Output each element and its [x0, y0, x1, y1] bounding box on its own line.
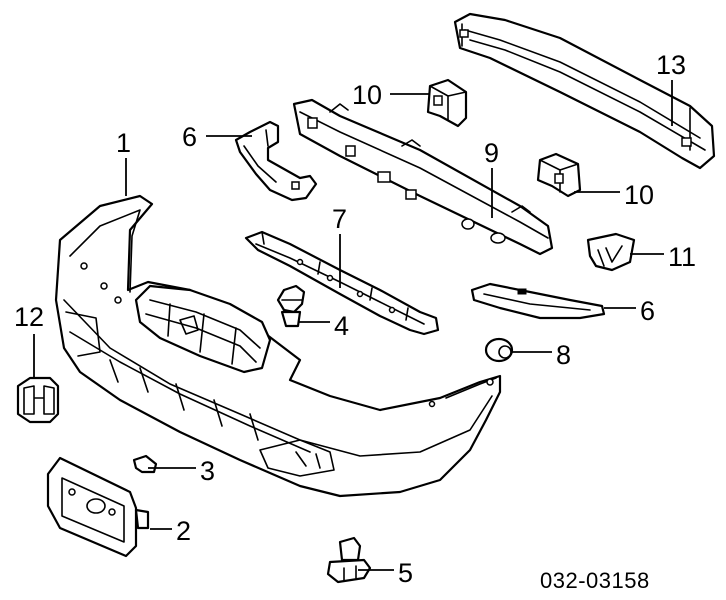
leader-lines [33, 80, 673, 571]
callout-2: 2 [176, 516, 191, 546]
part-5-push-rivet [326, 536, 372, 584]
callout-10-upper: 10 [352, 80, 382, 110]
part-8-rubber-cap [484, 337, 514, 363]
part-4-fastener [276, 284, 306, 328]
part-12-emblem [16, 376, 60, 424]
part-9-absorber [292, 98, 554, 256]
callout-9: 9 [484, 138, 499, 168]
callout-13: 13 [656, 50, 686, 80]
part-10-bracket-upper [426, 78, 468, 128]
callout-1: 1 [116, 128, 131, 158]
part-10-bracket-right [536, 152, 582, 198]
callout-6-right: 6 [640, 296, 655, 326]
callout-12: 12 [14, 302, 44, 332]
part-6-side-spacer-right [470, 282, 606, 320]
part-3-clip [132, 454, 158, 474]
callout-8: 8 [556, 340, 571, 370]
callout-4: 4 [334, 311, 349, 341]
callout-11: 11 [668, 242, 696, 272]
diagram-code: 032-03158 [540, 568, 650, 593]
part-2-license-base [46, 456, 150, 558]
callout-5: 5 [398, 558, 413, 588]
part-1-bumper-face [54, 194, 502, 498]
callout-6-left: 6 [182, 122, 197, 152]
part-11-clip [586, 232, 636, 272]
callout-10-right: 10 [624, 180, 654, 210]
part-7-upper-bracket [244, 230, 440, 336]
part-6-side-spacer-left [234, 120, 318, 202]
callout-labels: 1 2 3 4 5 6 6 7 8 9 10 10 11 12 13 [14, 50, 696, 588]
callout-3: 3 [200, 456, 215, 486]
grille [134, 284, 272, 374]
callout-7: 7 [332, 204, 347, 234]
part-13-reinforcement-beam [453, 12, 716, 170]
